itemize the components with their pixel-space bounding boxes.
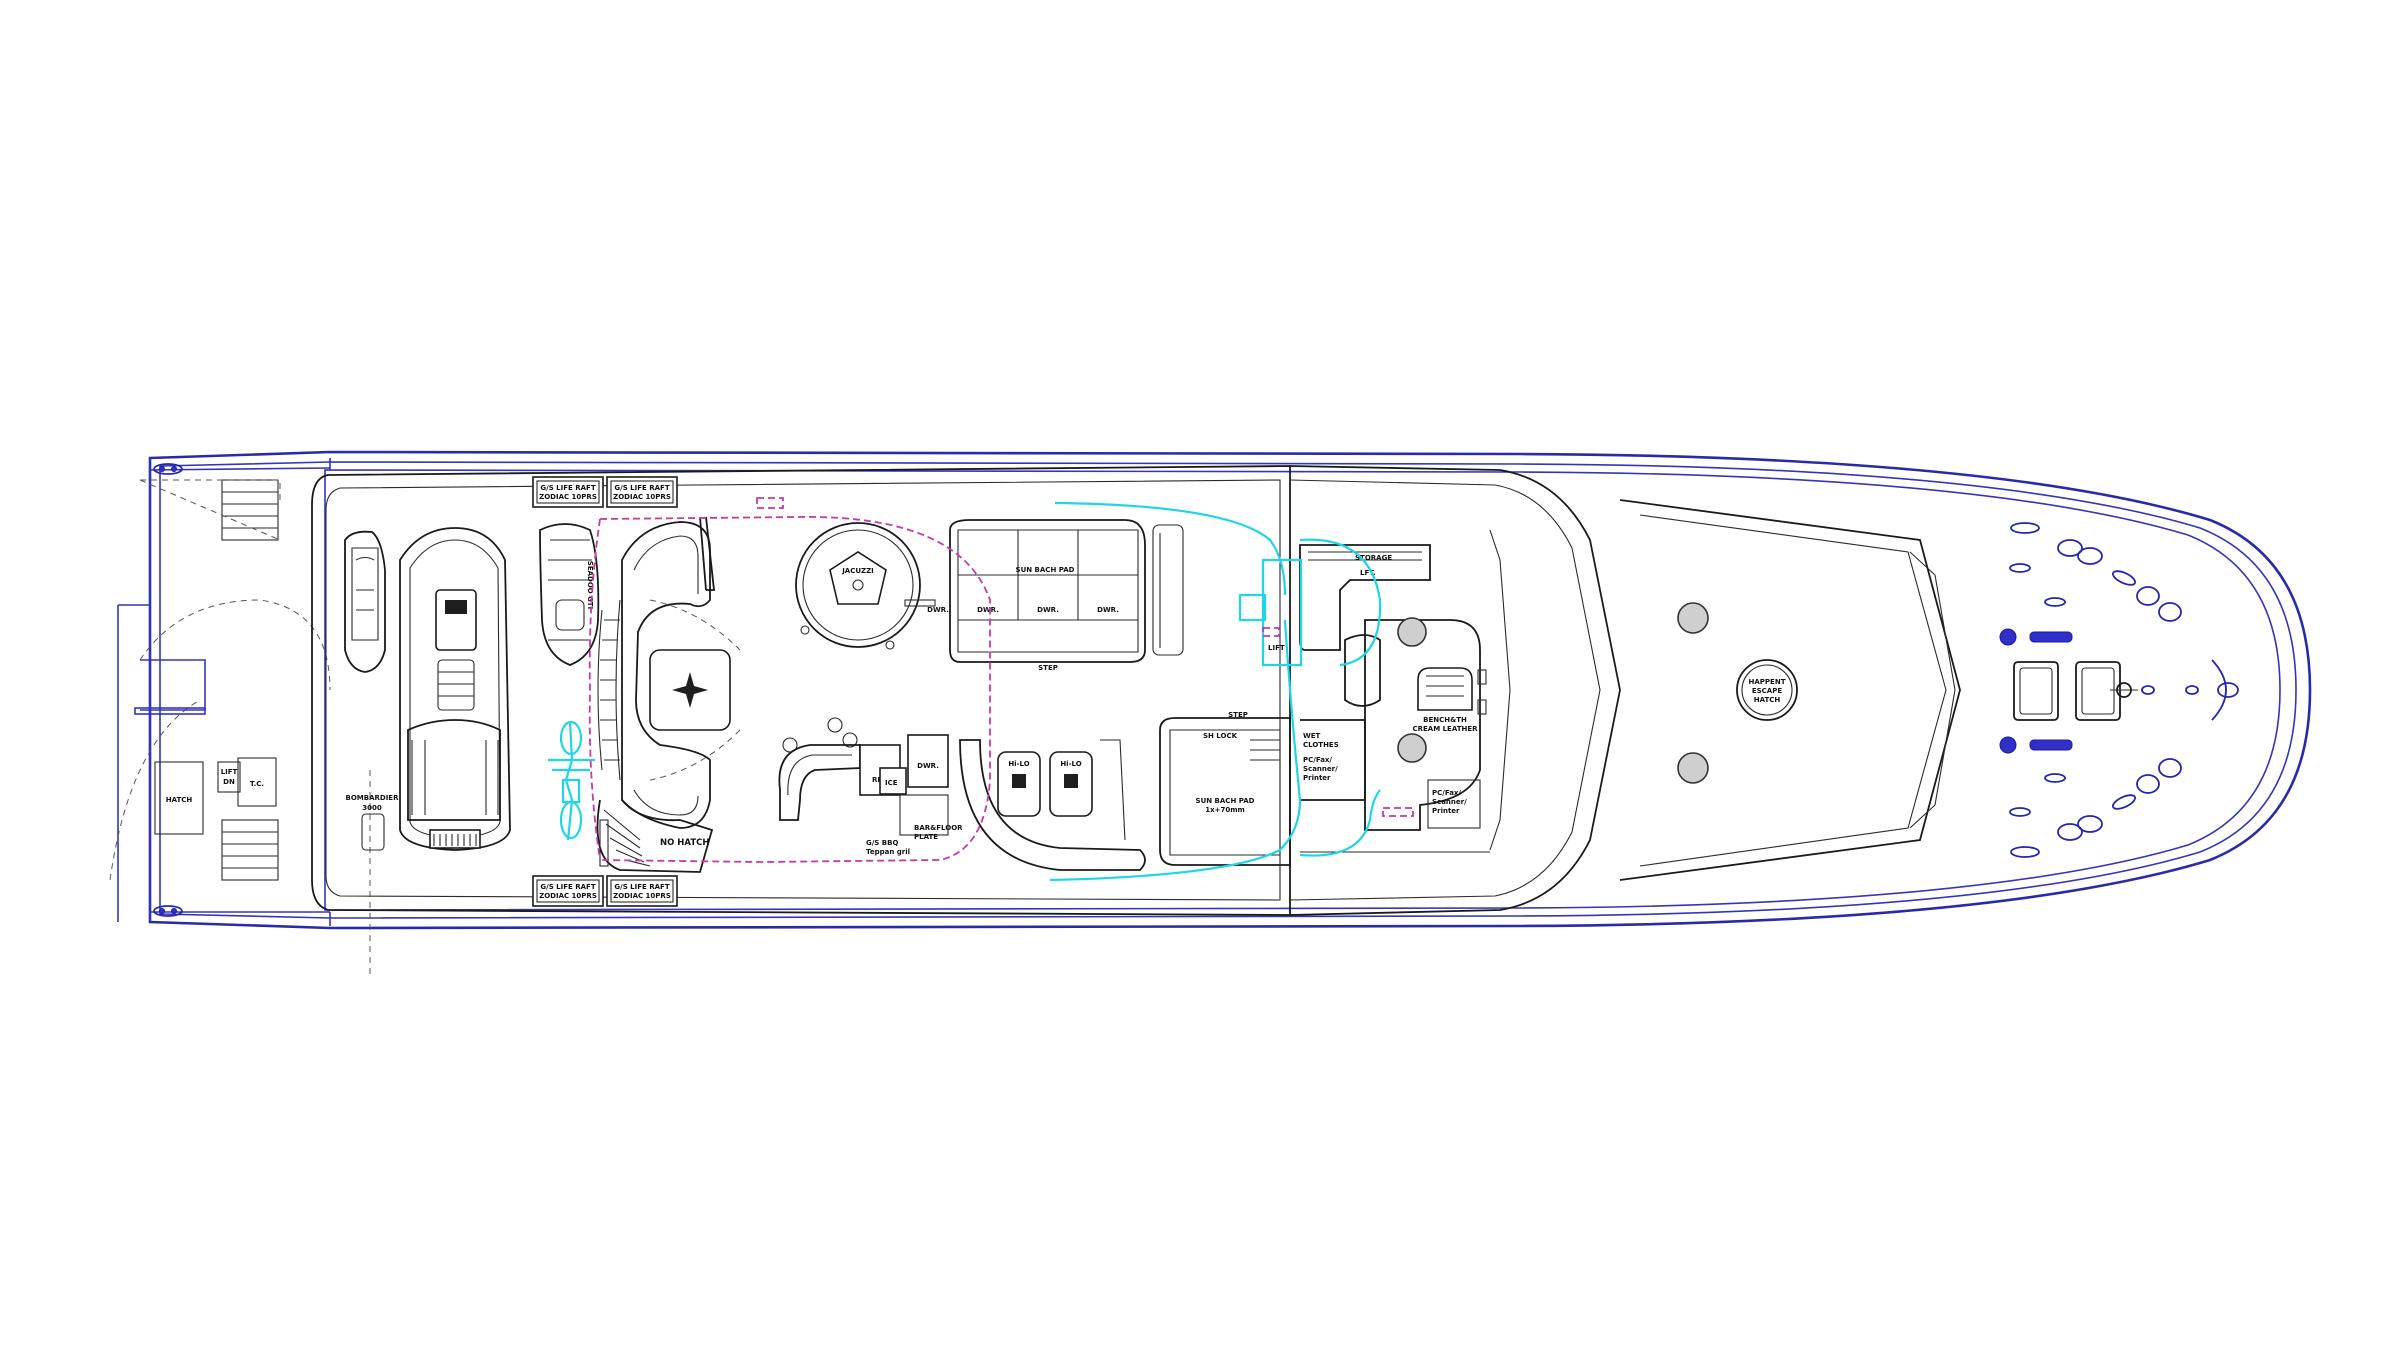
aft-stairs (221, 479, 279, 881)
bow-hatch-port (2013, 661, 2059, 721)
svg-text:CREAM LEATHER: CREAM LEATHER (1412, 725, 1478, 733)
sun-bench-aft: SUN BACH PAD DWR. DWR. DWR. STEP (949, 519, 1184, 672)
anchor-roller-icon (2110, 659, 2239, 721)
no-hatch-label: NO HATCH (660, 838, 709, 848)
jetski-label: SEADOO GTI (586, 561, 594, 609)
marker-triangle (699, 516, 716, 591)
svg-text:STEP: STEP (1038, 664, 1058, 672)
svg-text:DWR.: DWR. (977, 606, 999, 614)
svg-text:ESCAPE: ESCAPE (1752, 687, 1783, 695)
svg-text:SUN BACH PAD: SUN BACH PAD (1196, 797, 1255, 805)
bimini-outline (1049, 501, 1382, 882)
cup-holders (782, 717, 858, 753)
svg-text:BENCH&TH: BENCH&TH (1423, 716, 1467, 724)
hilo-1-label: Hi-LO (1008, 760, 1029, 768)
svg-text:ZODIAC 10PRS: ZODIAC 10PRS (539, 892, 597, 900)
svg-text:ZODIAC 10PRS: ZODIAC 10PRS (613, 892, 671, 900)
motorbike-icon (548, 720, 595, 841)
seadoo-jetski: SEADOO GTI (539, 523, 600, 666)
tender-label: BOMBARDIER 3000 (346, 794, 400, 812)
deck-house (311, 465, 1621, 916)
svg-text:G/S BBQ: G/S BBQ (866, 839, 898, 847)
svg-text:G/S LIFE RAFT: G/S LIFE RAFT (614, 484, 669, 492)
liferaft-bottom-2: G/S LIFE RAFT ZODIAC 10PRS (606, 875, 678, 907)
svg-text:BOMBARDIER: BOMBARDIER (346, 794, 400, 802)
dining-area: Hi-LO Hi-LO (959, 739, 1146, 871)
svg-text:ZODIAC 10PRS: ZODIAC 10PRS (613, 493, 671, 501)
svg-text:G/S LIFE RAFT: G/S LIFE RAFT (540, 883, 595, 891)
foredeck: HAPPENT ESCAPE HATCH (1619, 499, 1961, 881)
svg-text:3000: 3000 (362, 804, 382, 812)
spiral-stair (596, 799, 714, 873)
jacuzzi: JACUZZI (795, 522, 936, 650)
svg-text:DWR.: DWR. (1097, 606, 1119, 614)
svg-text:WET: WET (1303, 732, 1321, 740)
stern-cleat-icon (153, 463, 183, 917)
aft-hatch: HATCH (154, 761, 204, 835)
bow-hatch-stbd (2075, 661, 2121, 721)
sh-lock-label: SH LOCK (1203, 732, 1238, 740)
center-table (649, 599, 741, 781)
svg-text:G/S LIFE RAFT: G/S LIFE RAFT (614, 883, 669, 891)
small-jetski (344, 530, 386, 673)
cleat-icon (2009, 522, 2136, 858)
aft-lift: LIFT DN (217, 761, 241, 793)
svg-text:DWR.: DWR. (917, 762, 939, 770)
svg-text:HAPPENT: HAPPENT (1749, 678, 1786, 686)
lft-label: LFT. (1360, 569, 1376, 577)
svg-text:1x+70mm: 1x+70mm (1205, 806, 1245, 814)
hull-outline (109, 450, 2312, 975)
svg-text:CLOTHES: CLOTHES (1303, 741, 1339, 749)
circular-stair (597, 521, 711, 829)
helm-station: STORAGE LFT. WET CLOTHES PC/Fax/ Scanner… (1299, 529, 1511, 853)
svg-text:LIFT: LIFT (1268, 644, 1285, 652)
svg-text:Teppan gril: Teppan gril (866, 848, 910, 856)
liferaft-top-2: G/S LIFE RAFT ZODIAC 10PRS (606, 476, 678, 508)
bollard-icon (2057, 539, 2182, 841)
svg-text:LIFT: LIFT (221, 768, 238, 776)
sun-bench-fwd: SH LOCK SUN BACH PAD 1x+70mm STEP (1159, 711, 1291, 866)
svg-text:Scanner/: Scanner/ (1303, 765, 1338, 773)
svg-text:DWR.: DWR. (1037, 606, 1059, 614)
svg-text:PLATE: PLATE (914, 833, 938, 841)
sun-bench-aft-label: SUN BACH PAD (1016, 566, 1075, 574)
hardtop-outline: LIFT (588, 497, 1414, 863)
svg-text:Printer: Printer (1432, 807, 1460, 815)
svg-text:Printer: Printer (1303, 774, 1331, 782)
tc-box: T.C. (237, 757, 277, 807)
svg-text:PC/Fax/: PC/Fax/ (1432, 789, 1461, 797)
svg-text:ZODIAC 10PRS: ZODIAC 10PRS (539, 493, 597, 501)
svg-text:DWR.: DWR. (927, 606, 949, 614)
svg-text:Scanner/: Scanner/ (1432, 798, 1467, 806)
ice-label: ICE (885, 779, 898, 787)
windlass-icon (1999, 628, 2073, 754)
bow-fittings (1999, 522, 2239, 858)
svg-text:DN: DN (223, 778, 235, 786)
svg-text:HATCH: HATCH (1754, 696, 1781, 704)
svg-text:PC/Fax/: PC/Fax/ (1303, 756, 1332, 764)
bar-counter: REF. ICE DWR. G/S BBQ Teppan gril BAR&FL… (778, 734, 963, 856)
svg-text:STEP: STEP (1228, 711, 1248, 719)
jacuzzi-label: JACUZZI (841, 567, 874, 575)
svg-text:STORAGE: STORAGE (1355, 554, 1392, 562)
svg-text:BAR&FLOOR: BAR&FLOOR (914, 824, 963, 832)
liferaft-top-1: G/S LIFE RAFT ZODIAC 10PRS (532, 476, 604, 508)
tc-label: T.C. (250, 780, 264, 788)
hatch-aft-label: HATCH (166, 796, 193, 804)
tender-boat (361, 527, 511, 851)
liferaft-bottom-1: G/S LIFE RAFT ZODIAC 10PRS (532, 875, 604, 907)
hilo-2-label: Hi-LO (1060, 760, 1081, 768)
svg-text:G/S LIFE RAFT: G/S LIFE RAFT (540, 484, 595, 492)
